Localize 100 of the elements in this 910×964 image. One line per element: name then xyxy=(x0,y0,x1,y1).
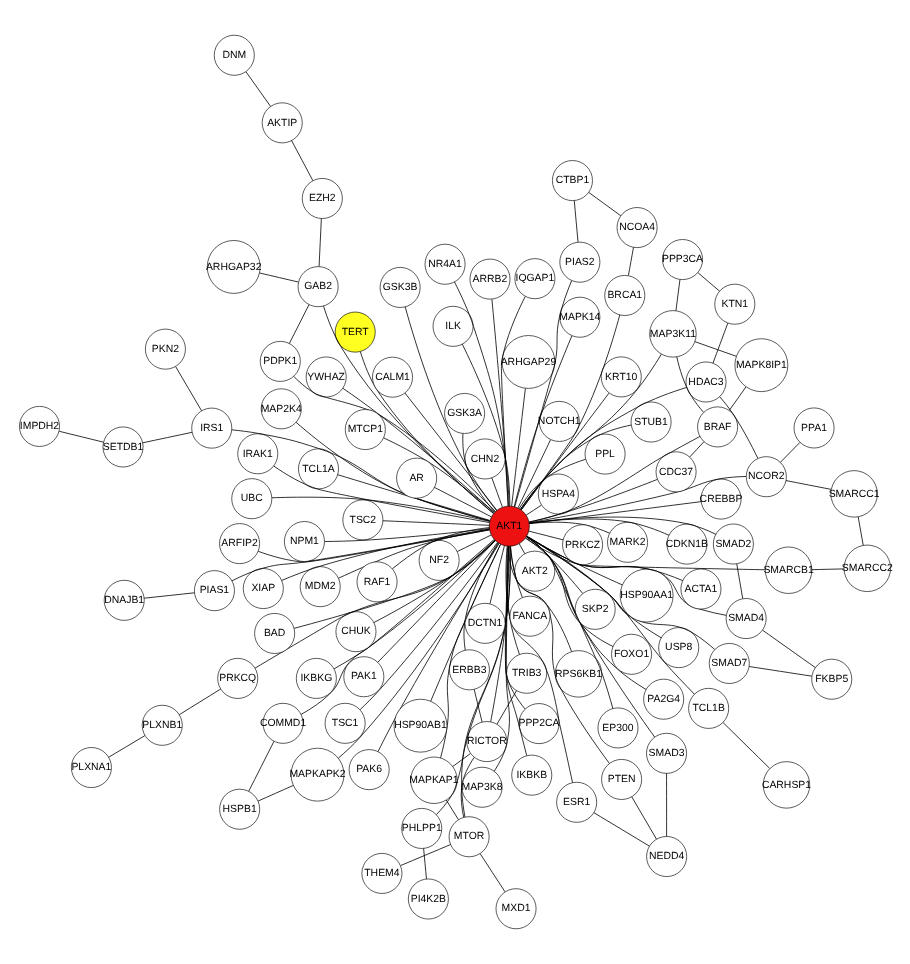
connector xyxy=(785,480,832,490)
connector xyxy=(489,545,505,605)
connector xyxy=(496,690,517,725)
connector xyxy=(293,376,496,512)
connector xyxy=(526,536,647,690)
connector xyxy=(666,773,667,837)
connector xyxy=(295,421,490,522)
connector xyxy=(518,543,526,554)
connector xyxy=(736,563,744,599)
connector xyxy=(231,429,490,522)
connector xyxy=(281,528,490,581)
connector xyxy=(142,431,193,444)
connector xyxy=(748,666,813,677)
connector xyxy=(445,799,459,820)
connector xyxy=(520,392,610,511)
connector xyxy=(288,304,310,344)
connector xyxy=(440,544,501,759)
connector xyxy=(58,430,104,443)
connector xyxy=(382,520,490,526)
connector xyxy=(434,487,492,518)
connector xyxy=(526,536,727,616)
connector xyxy=(525,504,542,516)
connector xyxy=(505,545,528,756)
connector xyxy=(373,539,496,623)
connector xyxy=(293,540,496,629)
connector xyxy=(526,536,662,639)
connector xyxy=(762,629,816,668)
connector xyxy=(506,545,520,655)
connector xyxy=(460,757,475,818)
connector xyxy=(722,722,770,769)
connector xyxy=(510,545,523,598)
connector xyxy=(323,305,494,514)
connector xyxy=(511,388,526,507)
connector xyxy=(628,247,634,276)
connector xyxy=(392,527,490,570)
connector xyxy=(509,545,572,652)
connector xyxy=(528,479,658,523)
connector xyxy=(248,740,275,792)
connector xyxy=(404,392,498,511)
connector xyxy=(811,568,845,571)
connector xyxy=(479,853,506,893)
connector xyxy=(520,424,632,510)
connector xyxy=(719,396,759,459)
connector xyxy=(143,592,195,599)
connector xyxy=(525,537,766,571)
connector xyxy=(359,351,494,514)
connector xyxy=(257,529,490,563)
connector xyxy=(694,341,737,357)
connector xyxy=(404,306,497,512)
connector xyxy=(526,536,684,581)
connector xyxy=(631,796,657,840)
connector xyxy=(245,71,271,107)
connector xyxy=(259,272,299,283)
connector xyxy=(318,218,322,267)
connector xyxy=(689,441,705,458)
connector xyxy=(377,540,496,663)
connector xyxy=(513,335,573,508)
connector xyxy=(712,322,729,364)
connector xyxy=(273,465,490,523)
connector xyxy=(525,537,584,594)
connector xyxy=(501,296,526,507)
connector xyxy=(291,140,314,181)
connector xyxy=(231,529,490,582)
connector xyxy=(520,314,621,511)
connector xyxy=(520,387,687,510)
connector xyxy=(254,540,496,669)
connector xyxy=(593,812,650,847)
connector xyxy=(526,536,623,586)
connector xyxy=(528,516,717,535)
connector xyxy=(491,477,503,508)
connector xyxy=(338,528,490,579)
connector xyxy=(462,433,496,513)
connector xyxy=(528,501,702,524)
connector xyxy=(359,542,498,710)
connector xyxy=(697,272,720,292)
connector xyxy=(518,458,586,509)
connector xyxy=(342,387,495,513)
connector xyxy=(504,545,526,710)
connector xyxy=(383,437,495,513)
connector xyxy=(588,192,622,217)
connector xyxy=(452,753,471,767)
connector xyxy=(491,298,509,507)
connector xyxy=(493,546,510,772)
connector xyxy=(526,536,614,709)
connector xyxy=(528,530,564,541)
connector xyxy=(490,545,510,723)
connector xyxy=(857,516,864,546)
connector xyxy=(175,366,202,412)
connector xyxy=(333,540,495,670)
connector xyxy=(526,535,695,695)
connector xyxy=(728,386,747,411)
connector xyxy=(526,536,656,738)
connector xyxy=(178,688,221,716)
connector xyxy=(337,474,491,521)
connector xyxy=(573,200,579,243)
connector xyxy=(526,536,614,647)
connector xyxy=(423,848,427,880)
connector xyxy=(457,534,492,552)
connector xyxy=(271,496,491,522)
connector xyxy=(526,536,715,650)
